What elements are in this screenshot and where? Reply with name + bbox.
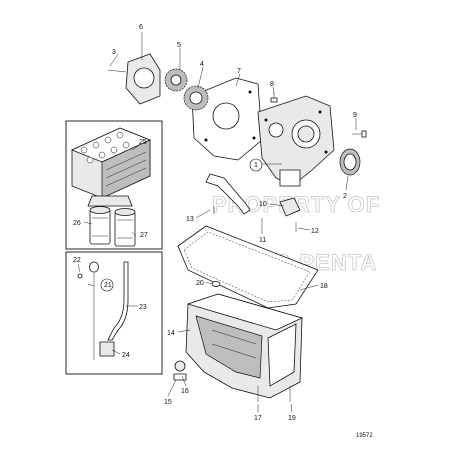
callout-21: 21: [104, 282, 112, 289]
leader-lines: [77, 32, 357, 413]
callout-8: 8: [270, 81, 274, 88]
callout-16: 16: [181, 388, 189, 395]
callout-1: 1: [254, 162, 258, 169]
callout-17: 17: [254, 415, 262, 422]
inset-box-dipstick: [65, 251, 163, 375]
callout-10: 10: [259, 201, 267, 208]
callout-21-circle: [100, 278, 114, 292]
callout-18: 18: [320, 283, 328, 290]
callout-26: 26: [73, 220, 81, 227]
callout-2: 2: [343, 193, 347, 200]
callout-6: 6: [139, 24, 143, 31]
callout-12: 12: [311, 228, 319, 235]
callout-3: 3: [112, 49, 116, 56]
callout-7: 7: [237, 68, 241, 75]
callout-20: 20: [196, 280, 204, 287]
oil-pan-gasket: [177, 225, 319, 309]
callout-5: 5: [177, 42, 181, 49]
callout-25: 25: [139, 139, 147, 146]
oil-pickup-pipe: [205, 173, 301, 232]
callout-22: 22: [73, 257, 81, 264]
timing-cover-assembly: [107, 53, 367, 187]
callout-labels: 1 2 3 4 5 6 7 8 9 10 11 12 13 14 15 16 1…: [73, 24, 357, 422]
callout-1-circle: [249, 158, 263, 172]
callout-9: 9: [353, 112, 357, 119]
callout-4: 4: [200, 61, 204, 68]
oil-pan: [173, 281, 304, 402]
callout-27: 27: [140, 232, 148, 239]
callout-14: 14: [167, 330, 175, 337]
callout-24: 24: [122, 352, 130, 359]
callout-15: 15: [164, 399, 172, 406]
callout-11: 11: [259, 237, 266, 244]
callout-13: 13: [186, 216, 194, 223]
callout-23: 23: [139, 304, 147, 311]
drawing-number: 19572: [356, 433, 373, 439]
callout-19: 19: [288, 415, 296, 422]
inset-box-oil-cooler: [65, 120, 163, 250]
